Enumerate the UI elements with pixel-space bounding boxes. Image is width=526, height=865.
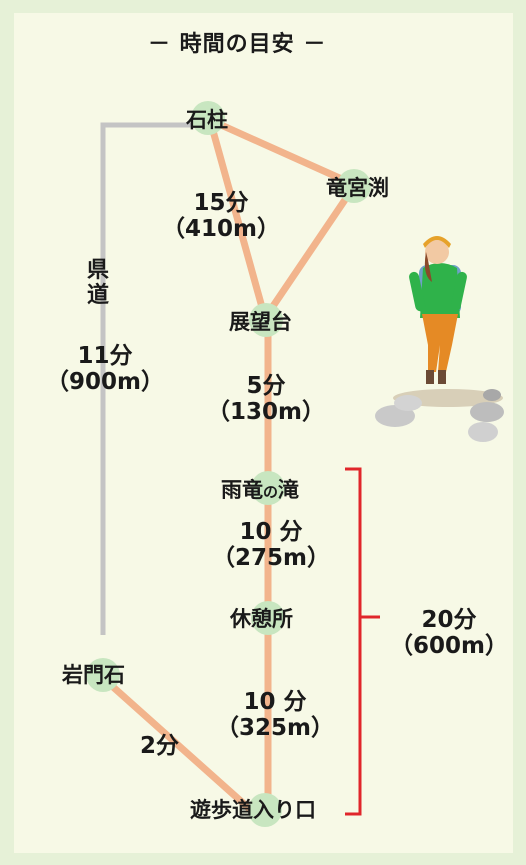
amaryu-part-2: の	[263, 483, 279, 501]
marker-kyukeijo	[251, 601, 285, 635]
marker-sekichu	[191, 101, 225, 135]
time-ganmonseki-entrance: 2分	[140, 733, 179, 759]
node-label-ryugubuchi: 竜宮渕	[326, 176, 389, 200]
bracket	[345, 467, 380, 816]
content-panel	[14, 13, 513, 853]
time-total-amaryu-entrance: 20分 （600m）	[386, 607, 512, 660]
distance-value: （900m）	[46, 369, 164, 396]
road-label-char-1: 県	[86, 258, 109, 283]
time-value: 5分	[246, 373, 286, 399]
node-markers	[86, 101, 371, 827]
marker-tenbodai	[249, 303, 283, 337]
time-amaryu-kyukeijo: 10 分 （275m）	[208, 519, 334, 572]
distance-value: （130m）	[207, 399, 325, 426]
road-label-char-2: 道	[86, 283, 109, 309]
time-tenbodai-amaryu: 5分 （130m）	[203, 373, 329, 426]
distance-value: （600m）	[390, 633, 508, 660]
marker-entrance	[248, 793, 282, 827]
distance-value: （275m）	[212, 545, 330, 572]
time-value: 10 分	[243, 689, 307, 715]
distance-value: （410m）	[162, 216, 280, 243]
node-label-kyukeijo: 休憩所	[230, 607, 293, 631]
distance-value: （325m）	[216, 715, 334, 742]
hiker-illustration	[375, 236, 504, 442]
time-value: 2分	[140, 733, 180, 759]
node-label-ganmonseki: 岩門石	[62, 663, 125, 687]
time-sekichu-tenbodai: 15分 （410m）	[158, 190, 284, 243]
node-label-sekichu: 石柱	[186, 108, 228, 132]
trail-lines	[99, 116, 359, 824]
time-value: 11分	[77, 343, 133, 369]
node-label-entrance: 遊歩道入り口	[190, 798, 316, 822]
page-title: － 時間の目安 －	[148, 32, 327, 57]
road-label: 県 道	[86, 258, 110, 309]
marker-ryugubuchi	[337, 169, 371, 203]
time-value: 10 分	[239, 519, 303, 545]
amaryu-part-3: 滝	[278, 478, 300, 502]
amaryu-part-1: 雨竜	[221, 478, 263, 502]
node-label-tenbodai: 展望台	[229, 310, 292, 334]
marker-amaryu	[251, 471, 285, 505]
time-value: 20分	[421, 607, 477, 633]
time-kyukeijo-entrance: 10 分 （325m）	[212, 689, 338, 742]
prefectural-road	[100, 122, 210, 635]
time-prefectural-road: 11分 （900m）	[42, 343, 168, 396]
marker-ganmonseki	[86, 658, 120, 692]
node-label-amaryu-no-taki: 雨竜の滝	[221, 480, 299, 501]
time-value: 15分	[193, 190, 249, 216]
